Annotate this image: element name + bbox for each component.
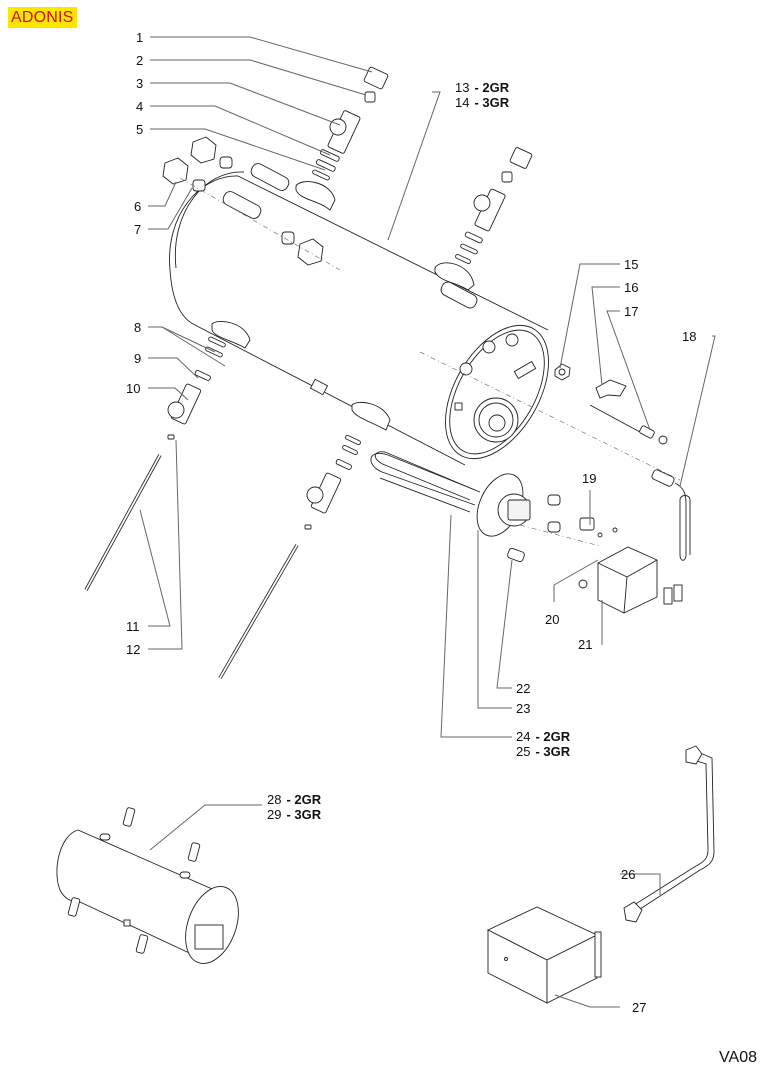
callout-3: 3 [136,76,143,91]
callout-29: 29- 3GR [267,807,322,822]
callout-18: 18 [682,329,696,344]
drawing-code: VA08 [719,1049,757,1066]
valve-assembly-top-left[interactable] [312,66,389,181]
callout-4: 4 [136,99,143,114]
callout-21: 21 [578,637,592,652]
callout-1: 1 [136,30,143,45]
pressure-switch-box[interactable] [578,546,658,614]
callout-5: 5 [136,122,143,137]
tube-right[interactable] [218,544,299,679]
callout-13: 13- 2GR [455,80,510,95]
callout-24: 24- 2GR [516,729,571,744]
callout-22: 22 [516,681,530,696]
callout-12: 12 [126,642,140,657]
connecting-pipe[interactable] [623,745,715,923]
assembled-boiler[interactable] [56,807,248,971]
valve-assembly-top-right[interactable] [455,147,533,264]
callout-14: 14- 3GR [455,95,510,110]
callout-11: 11 [126,619,140,634]
callout-25: 25- 3GR [516,744,571,759]
callout-28: 28- 2GR [267,792,322,807]
callout-6: 6 [134,199,141,214]
callout-27: 27 [632,1000,646,1015]
callout-26: 26 [621,867,635,882]
callout-17: 17 [624,304,638,319]
callout-15: 15 [624,257,638,272]
callout-7: 7 [134,222,141,237]
callout-9: 9 [134,351,141,366]
callout-23: 23 [516,701,530,716]
callout-19: 19 [582,471,596,486]
gasket-nut[interactable] [554,363,571,381]
model-badge: ADONIS [8,7,77,28]
callout-16: 16 [624,280,638,295]
tube-left[interactable] [84,454,162,591]
level-probe[interactable] [589,404,668,445]
boiler-cylinder[interactable] [162,136,570,476]
callout-8: 8 [134,320,141,335]
pressure-box[interactable] [486,906,602,1004]
elbow-fitting[interactable] [595,379,627,399]
callout-2: 2 [136,53,143,68]
heating-element[interactable] [370,451,561,563]
callout-20: 20 [545,612,559,627]
junction-part[interactable] [579,517,618,538]
callout-10: 10 [126,381,140,396]
leader-lines [139,36,716,1008]
callout-labels: 1 2 3 4 5 6 7 8 9 10 11 12 13- 2GR 14- 3… [126,30,696,1015]
probe-wire-assembly[interactable] [651,469,691,605]
valve-assembly-bottom-right[interactable] [304,435,361,530]
valve-assembly-bottom-left[interactable] [167,336,226,440]
